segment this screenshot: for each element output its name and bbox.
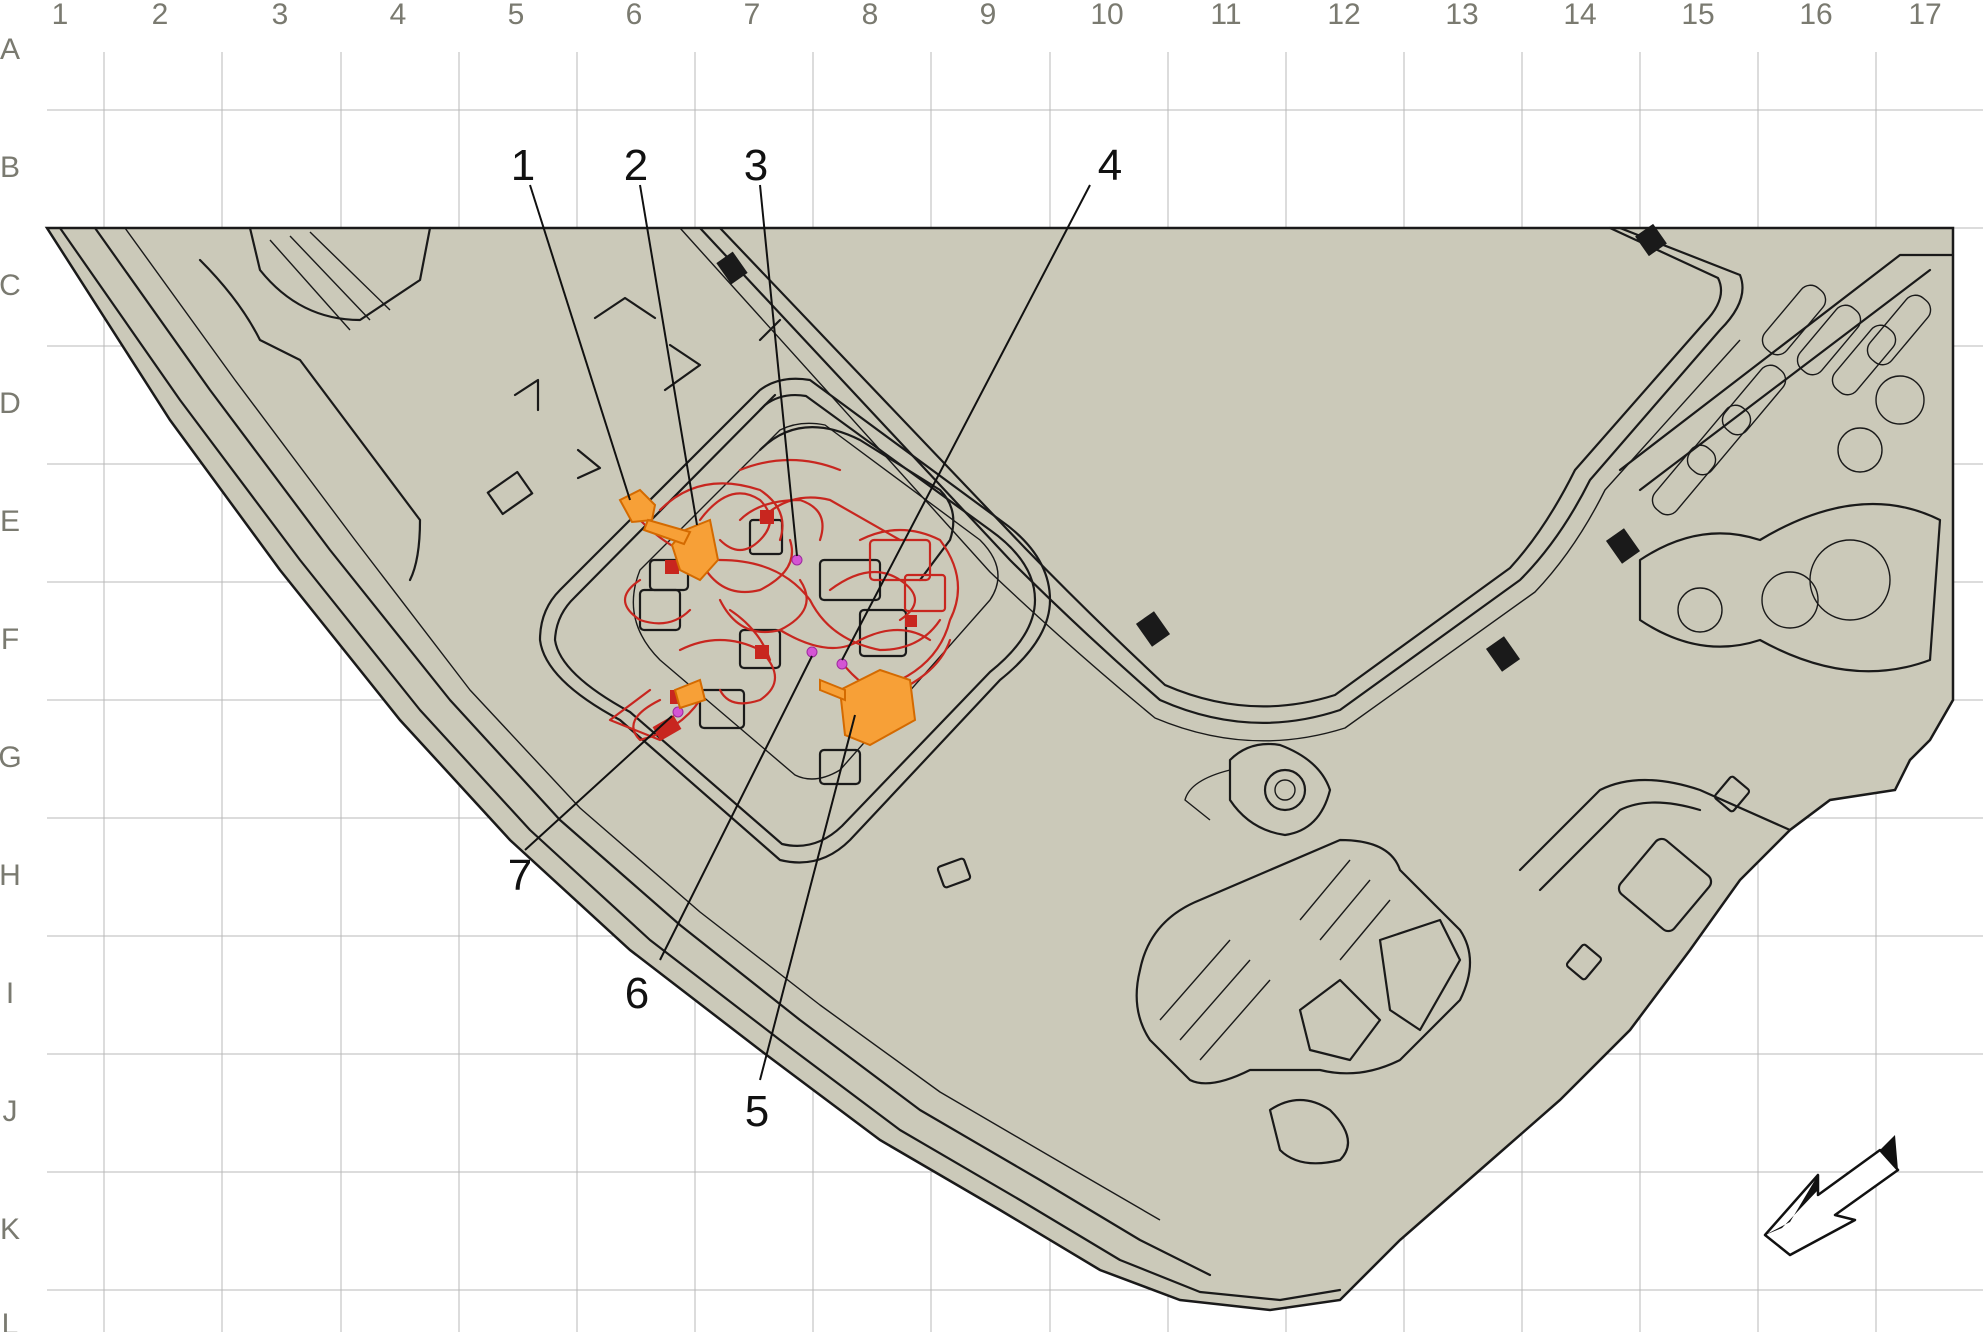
col-label: 13 bbox=[1445, 0, 1478, 31]
connector-dot bbox=[791, 554, 803, 566]
col-label: 2 bbox=[152, 0, 169, 31]
col-label: 1 bbox=[52, 0, 69, 31]
col-label: 14 bbox=[1563, 0, 1596, 31]
callout-4: 4 bbox=[1098, 141, 1122, 190]
leader-2 bbox=[639, 184, 698, 526]
leader-lines bbox=[524, 184, 1091, 1081]
leader-7 bbox=[524, 715, 673, 851]
col-label: 12 bbox=[1327, 0, 1360, 31]
row-label: D bbox=[0, 387, 21, 420]
row-label: H bbox=[0, 859, 21, 892]
callout-7: 7 bbox=[508, 851, 532, 900]
callout-3: 3 bbox=[744, 141, 768, 190]
leader-5 bbox=[759, 714, 856, 1081]
row-label: B bbox=[0, 151, 20, 184]
row-label: I bbox=[6, 977, 14, 1010]
row-label: K bbox=[0, 1213, 20, 1246]
row-label: G bbox=[0, 741, 22, 774]
row-label: F bbox=[1, 623, 19, 656]
col-label: 4 bbox=[390, 0, 407, 31]
column-labels: 1 2 3 4 5 6 7 8 9 10 11 12 13 14 15 16 1… bbox=[52, 0, 1942, 31]
leader-1 bbox=[529, 184, 631, 501]
leader-6 bbox=[659, 655, 813, 961]
col-label: 3 bbox=[272, 0, 289, 31]
col-label: 17 bbox=[1908, 0, 1941, 31]
row-label: E bbox=[0, 505, 20, 538]
rib-structure-left bbox=[198, 226, 432, 582]
col-label: 11 bbox=[1210, 0, 1241, 31]
col-label: 16 bbox=[1799, 0, 1832, 31]
col-label: 5 bbox=[508, 0, 525, 31]
connector-dot bbox=[672, 706, 684, 718]
connector-dot bbox=[836, 658, 848, 670]
sunroof-opening bbox=[679, 226, 1744, 742]
part-5 bbox=[838, 668, 917, 747]
front-direction-arrow-icon bbox=[1763, 1135, 1900, 1257]
col-label: 6 bbox=[626, 0, 643, 31]
callout-5: 5 bbox=[745, 1087, 769, 1136]
callout-1: 1 bbox=[511, 141, 535, 190]
brackets-upper-left bbox=[486, 296, 702, 516]
connector-dot bbox=[806, 646, 818, 658]
lower-details bbox=[936, 742, 1792, 1165]
highlighted-parts bbox=[618, 488, 917, 747]
col-label: 7 bbox=[744, 0, 761, 31]
leader-4 bbox=[841, 184, 1091, 661]
row-label: L bbox=[2, 1308, 19, 1332]
callout-6: 6 bbox=[625, 969, 649, 1018]
panel-edge-lines bbox=[58, 226, 1342, 1302]
clips bbox=[716, 223, 1667, 672]
callout-2: 2 bbox=[624, 141, 648, 190]
leader-3 bbox=[759, 184, 798, 557]
col-label: 10 bbox=[1090, 0, 1123, 31]
col-label: 8 bbox=[862, 0, 879, 31]
row-label: C bbox=[0, 269, 21, 302]
row-label: A bbox=[0, 33, 20, 66]
row-labels: A B C D E F G H I J K L bbox=[0, 33, 22, 1332]
callout-labels: 1 2 3 4 5 6 7 bbox=[508, 141, 1122, 1136]
col-label: 15 bbox=[1681, 0, 1714, 31]
row-label: J bbox=[3, 1095, 18, 1128]
rib-structure-right bbox=[1618, 253, 1955, 673]
col-label: 9 bbox=[980, 0, 997, 31]
connector-points bbox=[672, 554, 848, 718]
